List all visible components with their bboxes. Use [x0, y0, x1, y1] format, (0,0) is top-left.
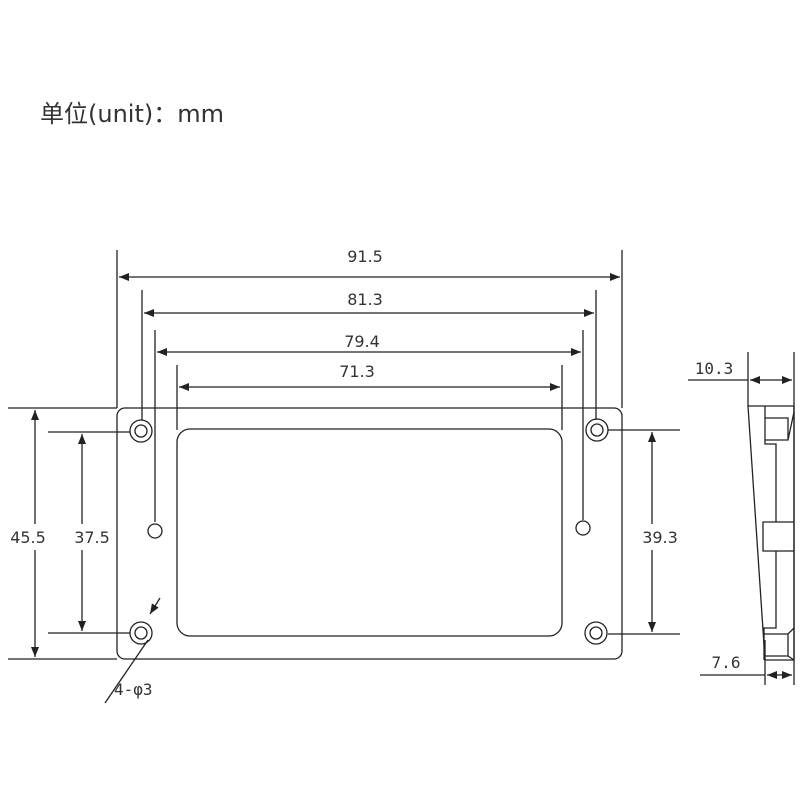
window-outline: [176, 428, 563, 637]
dim-overall-length: 91.5: [347, 247, 383, 266]
front-view: [116, 407, 623, 660]
dim-side-height-max: 10.3: [695, 359, 734, 378]
dim-left-hole-spacing: 37.5: [74, 528, 110, 547]
dim-overall-width: 45.5: [10, 528, 46, 547]
dim-holes: 4-φ3: [114, 680, 153, 699]
dimension-lines: [8, 250, 680, 704]
side-view: [688, 352, 795, 685]
mounting-holes: [129, 418, 609, 645]
dim-right-hole-spacing: 39.3: [642, 528, 678, 547]
dim-window-length: 71.3: [339, 362, 375, 381]
unit-label: 单位(unit)：mm: [40, 100, 224, 128]
dim-side-hole-spacing: 79.4: [344, 332, 380, 351]
dim-side-height-min: 7.6: [712, 653, 741, 672]
plate-outline: [116, 407, 623, 660]
dim-mount-hole-spacing: 81.3: [347, 290, 383, 309]
